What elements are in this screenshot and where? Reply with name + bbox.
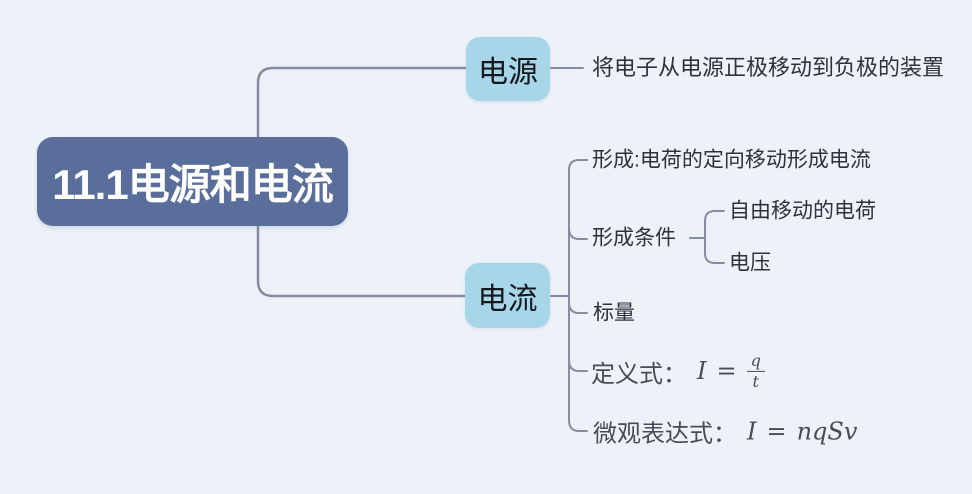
micro-equals: = <box>766 417 787 445</box>
connector-stub-scalar <box>568 301 588 314</box>
topic-current-micro-formula[interactable]: 微观表达式： I = nqSv <box>593 414 857 449</box>
definition-symbol: I <box>697 357 707 385</box>
connector-stub-definition <box>568 359 588 372</box>
root-topic[interactable]: 11.1电源和电流 <box>37 137 348 226</box>
topic-condition-voltage[interactable]: 电压 <box>729 251 771 275</box>
micro-prefix: 微观表达式： <box>593 419 737 448</box>
fraction-denominator: t <box>752 371 759 391</box>
connector-stub-condition <box>568 227 588 240</box>
micro-math: I = nqSv <box>747 417 857 445</box>
root-topic-label: 11.1电源和电流 <box>52 161 333 208</box>
topic-condition-free-charge[interactable]: 自由移动的电荷 <box>729 199 876 223</box>
connector-current-trunk <box>568 159 588 432</box>
definition-prefix: 定义式： <box>591 359 687 388</box>
topic-power-description[interactable]: 将电子从电源正极移动到负极的装置 <box>592 54 945 80</box>
topic-current-definition-formula[interactable]: 定义式： I = q t <box>591 352 765 390</box>
definition-fraction: q t <box>746 352 765 391</box>
connector-subtrunk-top <box>704 210 725 239</box>
micro-expression: nqSv <box>796 417 858 445</box>
topic-power-label: 电源 <box>478 56 538 89</box>
topic-power[interactable]: 电源 <box>466 37 550 101</box>
connector-subtrunk-bottom <box>704 237 725 264</box>
topic-current-label: 电流 <box>477 282 538 316</box>
connector-root-to-power <box>256 66 468 183</box>
topic-current-formation[interactable]: 形成:电荷的定向移动形成电流 <box>592 148 871 172</box>
topic-current[interactable]: 电流 <box>465 263 550 328</box>
definition-math: I = q t <box>697 352 765 390</box>
micro-symbol: I <box>747 417 757 445</box>
connector-root-to-current <box>256 179 466 298</box>
fraction-numerator: q <box>746 352 765 372</box>
definition-equals: = <box>716 357 737 385</box>
topic-current-condition[interactable]: 形成条件 <box>592 226 676 250</box>
topic-current-scalar[interactable]: 标量 <box>593 301 635 325</box>
